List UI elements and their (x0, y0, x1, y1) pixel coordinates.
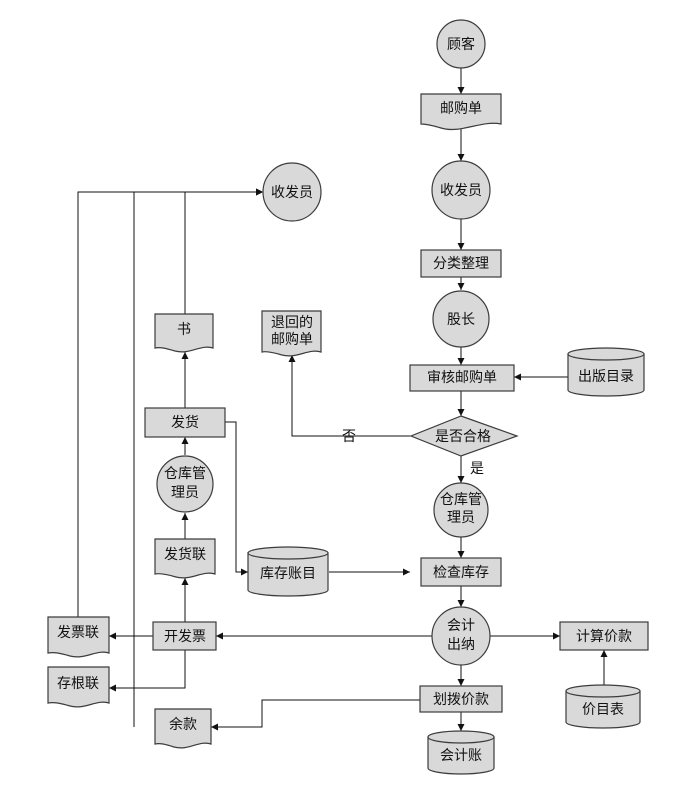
node-book: 书 (154, 313, 214, 353)
node-qualified-label: 是否合格 (435, 429, 491, 445)
connectors (52, 68, 608, 731)
node-warehouse-keeper-check-line2: 理员 (447, 510, 475, 526)
node-returned-order: 退回的 邮购单 (261, 310, 322, 357)
node-clerk-out-label: 收发员 (271, 185, 313, 201)
node-issue-invoice: 开发票 (152, 621, 217, 651)
node-accounting-ledger-label: 会计账 (440, 748, 482, 764)
node-warehouse-keeper-ship-line2: 理员 (171, 485, 199, 501)
node-accountant-cashier-line2: 出纳 (447, 637, 475, 653)
node-check-inventory: 检查库存 (420, 557, 502, 587)
node-review-order: 审核邮购单 (409, 364, 515, 392)
node-warehouse-keeper-check-line1: 仓库管 (440, 492, 482, 508)
node-qualified-decision: 是否合格 (409, 415, 519, 457)
node-shipping-copy: 发货联 (154, 538, 216, 579)
node-balance-label: 余款 (169, 716, 197, 733)
node-accountant-cashier: 会计 出纳 (431, 606, 491, 666)
node-returned-order-line1: 退回的 (271, 315, 313, 331)
node-customer: 顾客 (436, 19, 486, 69)
node-clerk-in-label: 收发员 (440, 183, 482, 199)
node-review-order-label: 审核邮购单 (427, 370, 497, 386)
node-publication-catalog-label: 出版目录 (578, 369, 634, 385)
node-check-inventory-label: 检查库存 (433, 565, 489, 581)
node-warehouse-keeper-ship: 仓库管 理员 (156, 455, 214, 513)
node-calculate-price-label: 计算价款 (576, 629, 632, 645)
node-issue-invoice-label: 开发票 (164, 629, 206, 645)
node-calculate-price: 计算价款 (559, 621, 649, 651)
node-warehouse-keeper-check: 仓库管 理员 (433, 482, 489, 538)
node-shipping-copy-label: 发货联 (164, 546, 206, 563)
node-classify: 分类整理 (420, 249, 502, 278)
node-transfer-payment-label: 划拨价款 (433, 692, 489, 708)
node-inventory-ledger-label: 库存账目 (260, 566, 316, 582)
node-price-list-label: 价目表 (582, 702, 624, 718)
node-classify-label: 分类整理 (433, 256, 489, 272)
node-returned-order-line2: 邮购单 (271, 332, 313, 348)
edge-ship-to-inventory-ledger (225, 421, 248, 576)
edge-invoice-to-stub (109, 650, 186, 692)
node-stub-copy: 存根联 (47, 666, 110, 708)
edge-transfer-to-balance (211, 699, 420, 731)
node-inventory-ledger: 库存账目 (247, 546, 329, 597)
node-mail-order-label: 邮购单 (440, 101, 482, 117)
node-invoice-copy-label: 发票联 (57, 625, 99, 641)
node-mail-order: 邮购单 (420, 93, 502, 131)
node-clerk-in: 收发员 (431, 160, 491, 220)
node-price-list: 价目表 (565, 684, 641, 729)
node-warehouse-keeper-ship-line1: 仓库管 (164, 466, 206, 482)
node-publication-catalog: 出版目录 (567, 347, 645, 397)
node-section-chief: 股长 (432, 290, 490, 348)
node-balance: 余款 (154, 708, 212, 749)
edge-label-yes: 是 (470, 461, 484, 477)
node-accountant-cashier-line1: 会计 (447, 618, 475, 634)
node-section-chief-label: 股长 (447, 312, 475, 328)
node-accounting-ledger: 会计账 (427, 730, 495, 775)
node-clerk-out: 收发员 (262, 162, 322, 222)
node-invoice-copy: 发票联 (47, 616, 110, 658)
node-ship: 发货 (144, 407, 226, 438)
node-transfer-payment: 划拨价款 (419, 685, 503, 713)
edge-book-to-clerk (184, 188, 263, 314)
node-ship-label: 发货 (171, 414, 199, 431)
edge-label-no: 否 (342, 429, 356, 445)
node-book-label: 书 (177, 322, 191, 338)
node-stub-copy-label: 存根联 (57, 676, 99, 692)
node-customer-label: 顾客 (447, 36, 475, 53)
edge-decision-no (288, 355, 411, 437)
